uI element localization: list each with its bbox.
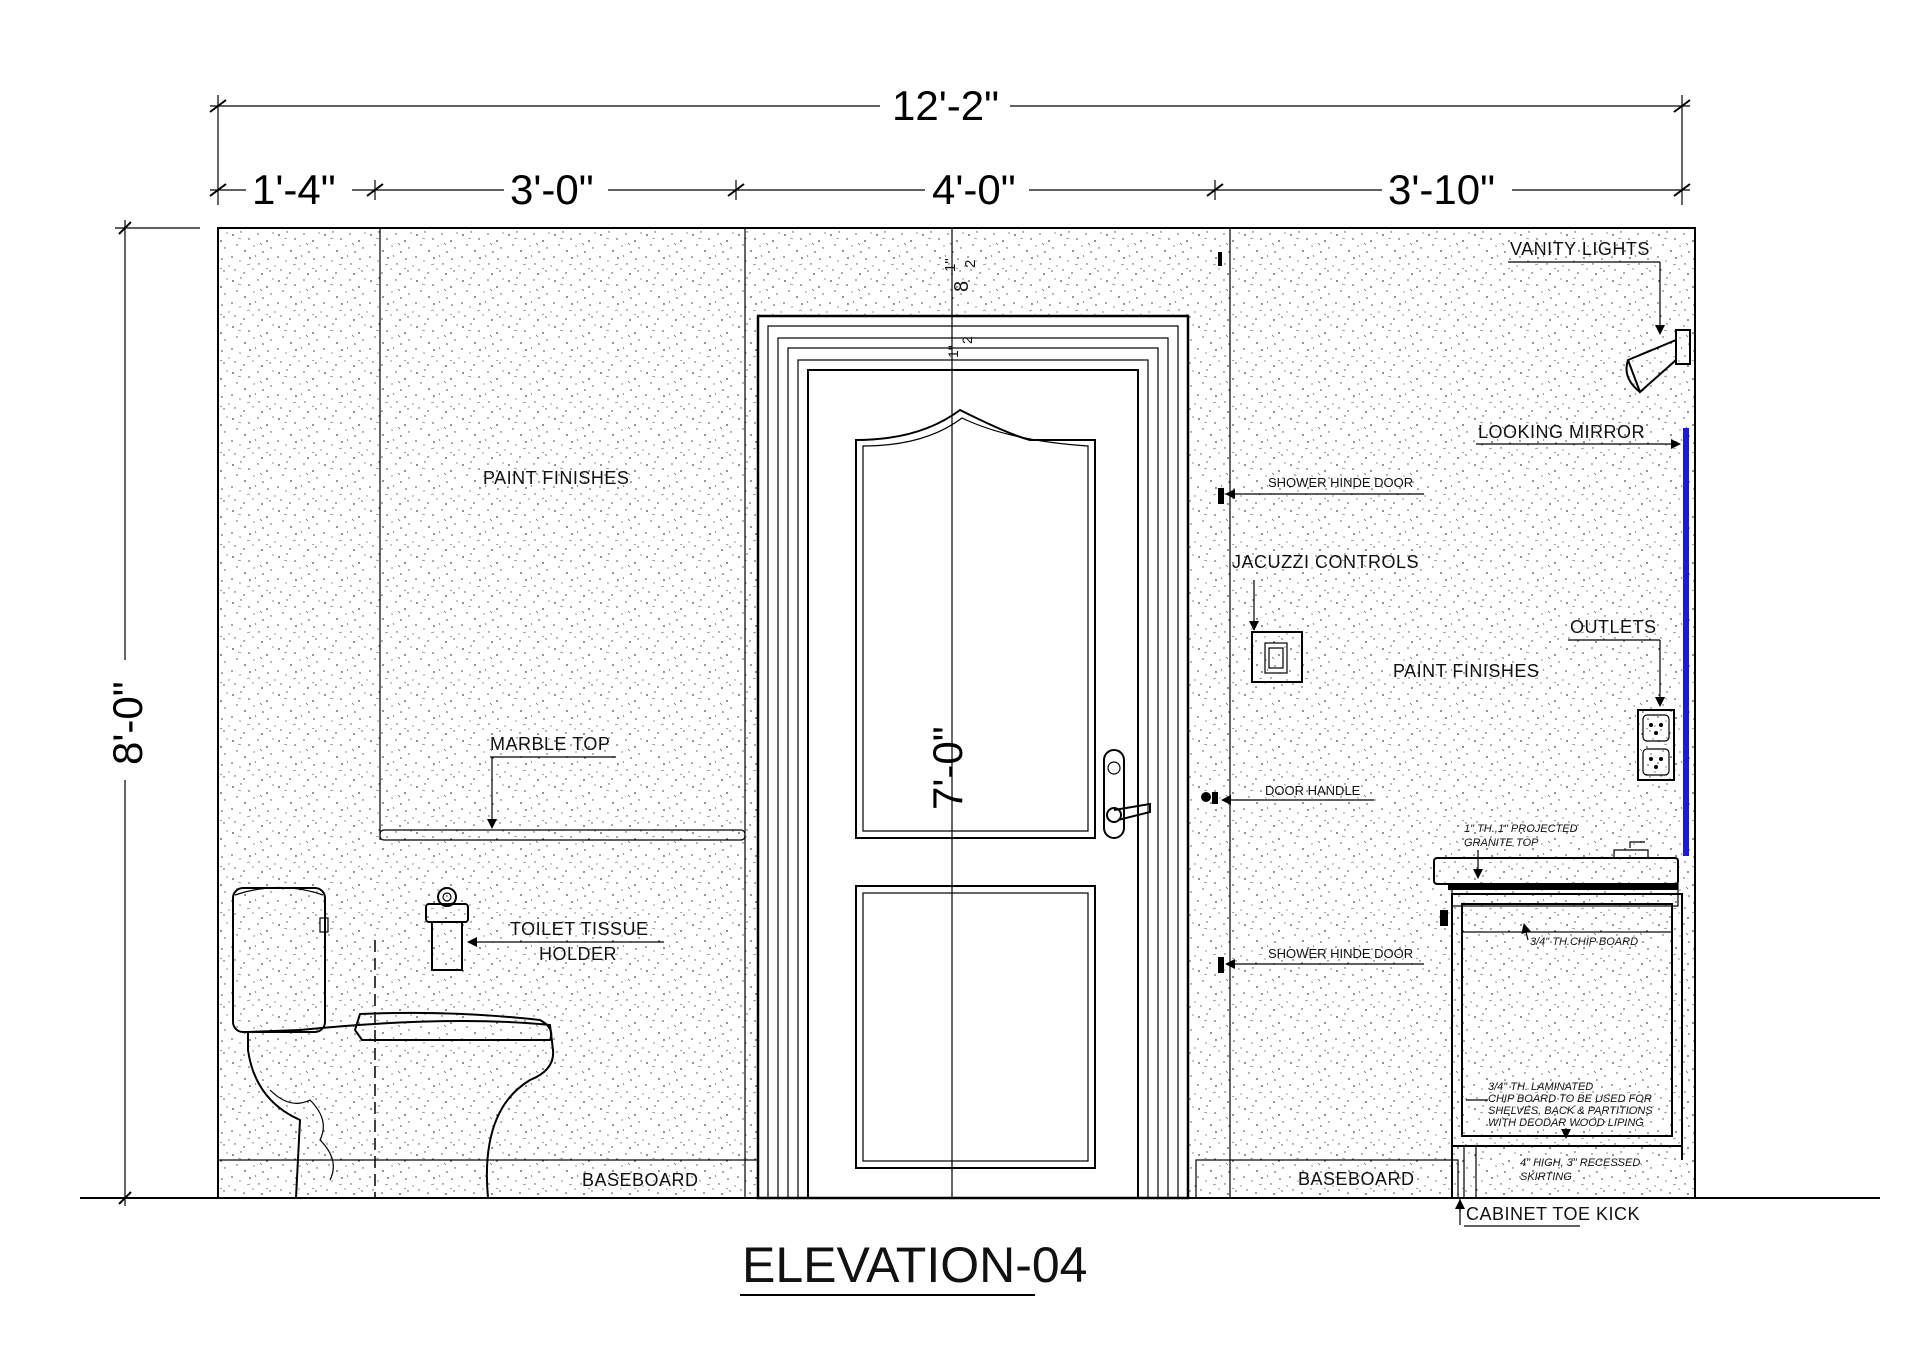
segment-dimensions (209, 168, 1691, 212)
shower-door-bottom-label: SHOWER HINDE DOOR (1268, 946, 1413, 961)
door-handle-icon (1103, 749, 1151, 839)
frac-num: 1" (942, 258, 959, 272)
skirting-label-1: 4" HIGH, 3" RECESSED (1520, 1157, 1640, 1169)
overall-dimension (209, 84, 1691, 205)
toilet-icon (232, 886, 555, 1199)
door-upper-panel (855, 408, 1096, 839)
baseboard-right (1195, 1159, 1459, 1199)
looking-mirror (1683, 428, 1689, 856)
frac-top: 8 (951, 281, 973, 292)
jacuzzi-controls-label: JACUZZI CONTROLS (1232, 552, 1419, 572)
overall-width-dim: 12'-2" (892, 82, 999, 129)
tissue-holder-icon (425, 887, 469, 971)
door (756, 314, 1190, 1200)
laminated-label-1: 3/4" TH. LAMINATED (1488, 1081, 1593, 1093)
vanity-lights-label: VANITY LIGHTS (1510, 239, 1650, 259)
looking-mirror-label: LOOKING MIRROR (1478, 422, 1645, 442)
laminated-label-4: WITH DEODAR WOOD LIPING (1488, 1117, 1644, 1129)
marble-top-label: MARBLE TOP (490, 734, 610, 754)
seg1-dim: 1'-4" (252, 166, 336, 213)
outlet-icon (1637, 709, 1675, 781)
seg2-dim: 3'-0" (510, 166, 594, 213)
marble-top (379, 829, 746, 841)
seg3-dim: 4'-0" (932, 166, 1016, 213)
seg4-dim: 3'-10" (1388, 166, 1495, 213)
height-dim: 8'-0" (104, 681, 151, 765)
skirting-label-2: SKIRTING (1520, 1171, 1572, 1183)
tissue-label-2: HOLDER (539, 944, 617, 964)
door-height-dim: 7'-0" (924, 726, 971, 810)
frac-den: 2 (962, 260, 979, 268)
baseboard-right-label: BASEBOARD (1298, 1169, 1415, 1189)
frac-small-num: 1" (945, 345, 961, 358)
shower-door-handle-icon (1201, 792, 1218, 804)
paint-finishes-right: PAINT FINISHES (1393, 661, 1539, 681)
granite-label-2: GRANITE TOP (1464, 837, 1539, 849)
paint-finishes-left: PAINT FINISHES (483, 468, 629, 488)
cabinet-toe-kick-label: CABINET TOE KICK (1466, 1204, 1640, 1224)
drawing-title: ELEVATION-04 (742, 1237, 1087, 1293)
jacuzzi-control-panel (1251, 631, 1303, 683)
granite-label-1: 1" TH.,1" PROJECTED (1464, 823, 1578, 835)
frac-small-den: 2 (959, 336, 975, 344)
door-lower-panel (855, 885, 1096, 1169)
door-handle-label: DOOR HANDLE (1265, 783, 1361, 798)
chip-board-label: 3/4" TH.CHIP BOARD (1530, 936, 1638, 948)
height-dimension (100, 220, 200, 1206)
outlets-label: OUTLETS (1570, 617, 1657, 637)
tissue-label-1: TOILET TISSUE (510, 919, 649, 939)
baseboard-left-label: BASEBOARD (582, 1170, 699, 1190)
laminated-label-3: SHELVES, BACK & PARTITIONS (1488, 1105, 1653, 1117)
vanity-light-icon (1625, 329, 1691, 394)
shower-door-top-label: SHOWER HINDE DOOR (1268, 475, 1413, 490)
laminated-label-2: CHIP BOARD TO BE USED FOR (1488, 1093, 1652, 1105)
